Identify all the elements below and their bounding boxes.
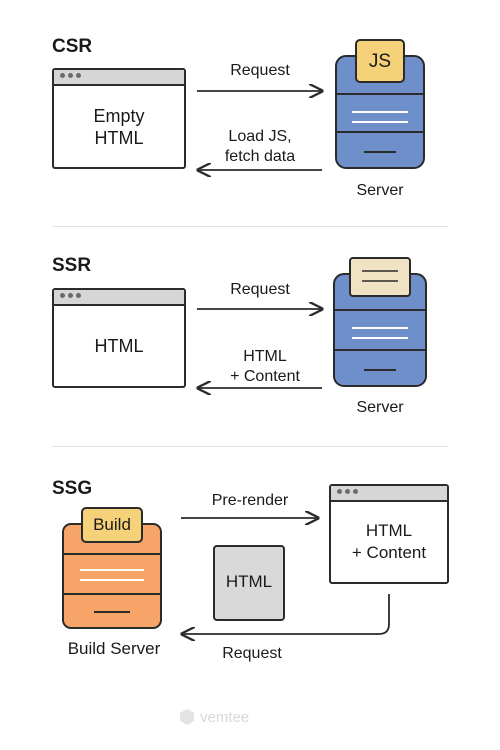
build-server-icon <box>62 507 162 629</box>
csr-browser-content: Empty HTML <box>93 105 145 148</box>
ssr-request-label: Request <box>230 281 290 298</box>
csr-response-label: Load JS, fetch data <box>224 128 296 165</box>
ssr-server-icon <box>333 257 427 387</box>
ssg-title: SSG <box>52 478 93 499</box>
csr-server-icon <box>335 39 425 169</box>
section-divider <box>52 446 448 447</box>
ssg-browser-window: HTML + Content <box>329 484 449 584</box>
ssr-browser-content: HTML <box>94 336 144 356</box>
browser-title-bar <box>54 70 184 86</box>
csr-title: CSR <box>52 36 93 57</box>
csr-browser-window: Empty HTML <box>52 68 186 169</box>
watermark: vemtee <box>178 708 249 726</box>
build-badge-label: Build <box>93 515 131 534</box>
csr-server-label: Server <box>356 182 404 199</box>
ssr-title: SSR <box>52 255 92 276</box>
browser-title-bar <box>331 486 447 502</box>
ssr-browser-window: HTML <box>52 288 186 388</box>
html-file-icon <box>213 545 285 621</box>
html-file-label: HTML <box>225 572 273 591</box>
csr-request-label: Request <box>230 62 290 79</box>
watermark-logo-icon <box>180 709 194 725</box>
ssg-prerender-label: Pre-render <box>211 492 289 509</box>
ssg-browser-content: HTML + Content <box>351 521 427 562</box>
build-server-label: Build Server <box>67 639 161 658</box>
browser-title-bar <box>54 290 184 306</box>
ssg-request-label: Request <box>222 645 282 662</box>
ssg-request-arrow <box>182 594 390 634</box>
csr-js-badge-label: JS <box>368 51 392 72</box>
ssr-server-label: Server <box>356 399 404 416</box>
watermark-text: vemtee <box>200 708 250 726</box>
ssr-response-label: HTML + Content <box>230 348 300 385</box>
section-divider <box>52 226 448 227</box>
